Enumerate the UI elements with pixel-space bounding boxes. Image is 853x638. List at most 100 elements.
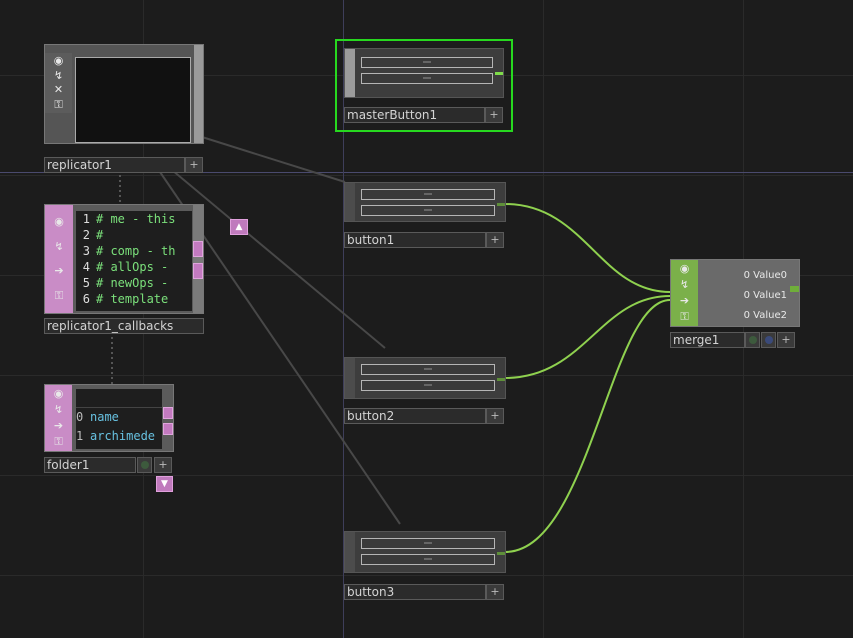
callbacks-flag-strip: ◉ ↯ ➔ ⚿ <box>45 205 73 313</box>
lock-icon[interactable]: ⚿ <box>54 435 63 448</box>
merge1-output-connector[interactable] <box>790 286 799 292</box>
replicator1-viewer <box>75 57 191 143</box>
button2-output-connector[interactable] <box>497 378 505 381</box>
code-line: # template <box>96 292 169 306</box>
replicator1-flag-strip: ◉ ↯ ✕ ⚿ <box>45 53 72 113</box>
button2-name[interactable]: button2 <box>344 408 486 424</box>
folder1-viewer-toggle[interactable] <box>137 457 152 473</box>
button1-button-bar <box>361 189 495 200</box>
merge1-viewer-toggle[interactable] <box>745 332 760 348</box>
button3-button-bar <box>361 554 495 565</box>
viewer-icon[interactable]: ◉ <box>53 53 64 67</box>
channel-value: 0 <box>743 290 750 301</box>
line-number: 5 <box>82 276 90 290</box>
button2-button-bar <box>361 364 495 375</box>
callbacks-name[interactable]: replicator1_callbacks <box>44 318 204 334</box>
replicator1-name[interactable]: replicator1 <box>44 157 185 173</box>
callbacks-output-connector[interactable] <box>193 263 203 279</box>
bypass-icon[interactable]: ↯ <box>53 403 64 416</box>
row-index: 1 <box>76 429 84 443</box>
horizontal-guide-line <box>0 172 853 173</box>
channel-name: Value2 <box>753 310 787 321</box>
channel-value: 0 <box>743 310 750 321</box>
channel-name: Value1 <box>753 290 787 301</box>
line-number: 2 <box>82 228 90 242</box>
folder1-down-arrow-icon[interactable]: ▼ <box>156 476 173 492</box>
merge1-node[interactable]: ◉ ↯ ➔ ⚿ 0 Value0 0 Value1 0 Value2 merge… <box>670 259 802 351</box>
button3-add-button[interactable]: + <box>486 584 504 600</box>
line-number: 6 <box>82 292 90 306</box>
channel-name: Value0 <box>753 270 787 281</box>
code-line: # me - this <box>96 212 176 226</box>
merge1-flag-strip: ◉ ↯ ➔ ⚿ <box>671 260 698 326</box>
masterButton1-node[interactable]: masterButton1 + <box>335 39 513 132</box>
button1-add-button[interactable]: + <box>486 232 504 248</box>
folder1-name[interactable]: folder1 <box>44 457 136 473</box>
button1-name[interactable]: button1 <box>344 232 486 248</box>
merge1-name[interactable]: merge1 <box>670 332 745 348</box>
row-index: 0 <box>76 410 84 424</box>
code-line: # newOps - <box>96 276 169 290</box>
replicator1-node[interactable]: ◉ ↯ ✕ ⚿ replicator1 + ▲ <box>44 44 248 235</box>
close-icon[interactable]: ✕ <box>53 83 64 97</box>
replicator1-callbacks-connector[interactable]: ▲ <box>230 219 248 235</box>
wire-replicator-button1 <box>201 136 346 183</box>
line-number: 3 <box>82 244 90 258</box>
button2-node[interactable]: button2 + <box>344 357 506 427</box>
viewer-icon[interactable]: ◉ <box>679 262 690 275</box>
masterButton1-output-connector[interactable] <box>495 72 503 75</box>
wire-button2-merge <box>504 295 671 379</box>
folder1-add-button[interactable]: + <box>154 457 172 473</box>
table-cell: archimede <box>90 429 156 443</box>
button3-button-bar <box>361 538 495 549</box>
button3-output-connector[interactable] <box>497 552 505 555</box>
line-number: 4 <box>82 260 90 274</box>
code-line: # allOps - <box>96 260 169 274</box>
channel-value: 0 <box>743 270 750 281</box>
folder1-output-connector[interactable] <box>163 407 173 419</box>
viewer-icon[interactable]: ◉ <box>53 387 64 400</box>
button2-add-button[interactable]: + <box>486 408 504 424</box>
viewer-icon[interactable]: ◉ <box>54 215 64 229</box>
bypass-icon[interactable]: ↯ <box>679 278 690 291</box>
replicator1-output-strip <box>194 45 203 143</box>
masterButton1-button-bar <box>361 57 493 68</box>
button1-flag-strip <box>345 183 355 221</box>
button1-node[interactable]: button1 + <box>344 182 506 252</box>
bypass-icon[interactable]: ↯ <box>53 68 64 82</box>
wire-replicator-button2 <box>159 159 386 349</box>
masterButton1-add-button[interactable]: + <box>485 107 503 123</box>
button1-output-connector[interactable] <box>497 203 505 206</box>
lock-icon[interactable]: ⚿ <box>54 98 63 112</box>
replicator1-callbacks-node[interactable]: ◉ ↯ ➔ ⚿ 1 # me - this 2 # 3 # comp - th 4 # … <box>44 204 211 334</box>
folder1-output-connector[interactable] <box>163 423 173 435</box>
arrow-right-icon[interactable]: ➔ <box>679 294 690 307</box>
vertical-guide-line <box>343 0 344 638</box>
line-number: 1 <box>82 212 90 226</box>
merge1-display-toggle[interactable] <box>761 332 776 348</box>
wire-button3-merge <box>504 299 671 553</box>
table-cell: name <box>90 410 119 424</box>
button2-button-bar <box>361 380 495 391</box>
arrow-right-icon[interactable]: ➔ <box>53 419 64 432</box>
merge1-channel-values: 0 Value0 0 Value1 0 Value2 <box>703 266 787 326</box>
code-line: # comp - th <box>96 244 176 258</box>
folder1-node[interactable]: ◉ ↯ ➔ ⚿ 0 name 1 archimede folder1 + ▼ <box>44 384 175 494</box>
folder1-flag-strip: ◉ ↯ ➔ ⚿ <box>45 385 72 451</box>
masterButton1-name[interactable]: masterButton1 <box>344 107 485 123</box>
arrow-right-icon[interactable]: ➔ <box>54 264 64 278</box>
code-line: # <box>96 228 104 242</box>
button1-button-bar <box>361 205 495 216</box>
lock-icon[interactable]: ⚿ <box>680 310 689 323</box>
lock-icon[interactable]: ⚿ <box>54 288 64 302</box>
button3-name[interactable]: button3 <box>344 584 486 600</box>
button3-node[interactable]: button3 + <box>344 531 506 603</box>
replicator1-add-button[interactable]: + <box>185 157 203 173</box>
callbacks-output-strip <box>193 205 203 313</box>
bypass-icon[interactable]: ↯ <box>54 239 64 253</box>
merge1-add-button[interactable]: + <box>777 332 795 348</box>
callbacks-output-connector[interactable] <box>193 241 203 257</box>
folder1-table-view: 0 name 1 archimede <box>76 389 162 449</box>
button3-flag-strip <box>345 532 355 572</box>
